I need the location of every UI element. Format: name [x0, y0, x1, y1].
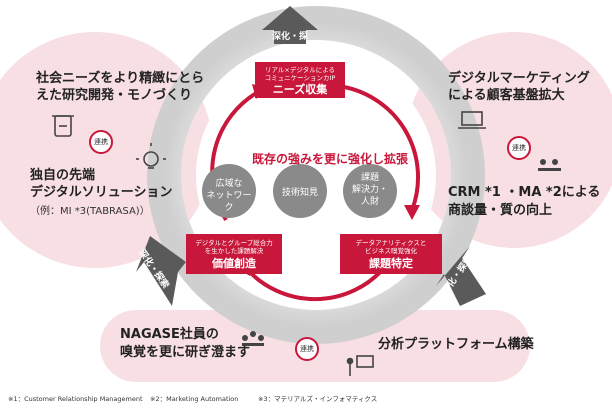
bottom-right-text: 分析プラットフォーム構築	[378, 337, 534, 352]
strength-circle-network	[202, 164, 256, 218]
issue-box	[340, 234, 442, 274]
strength-circle-tech	[273, 164, 327, 218]
cycle-arrowhead-right	[404, 205, 420, 220]
needs-caption-line2: コミュニケーションカIP	[264, 74, 336, 82]
needs-title: ニーズ収集	[272, 83, 328, 96]
ring-arrow-right	[436, 246, 486, 306]
lightbulb-icon	[136, 143, 166, 169]
bottom-left-text-line2: 嗅覚を更に研ぎ澄ます	[120, 345, 251, 360]
value-caption-line2: を生かした課題解決	[204, 247, 264, 255]
strength-tech-label: 技術知見	[281, 188, 318, 198]
strength-circle-problem	[343, 164, 397, 218]
right-top-text-line2: による顧客基盤拡大	[448, 88, 565, 103]
cycle-arrow-right	[337, 84, 421, 211]
left-bottom-text-line1: 独自の先端	[30, 168, 96, 183]
left-link-label: 連携	[94, 138, 108, 146]
right-bottom-text-line2: 商談量・質の向上	[448, 203, 553, 218]
strength-network-label: 広域な ネットワーク	[206, 179, 252, 213]
ring-arrow-top	[262, 6, 318, 44]
value-box	[186, 234, 282, 274]
bottom-left-text-line1: NAGASE社員の	[120, 327, 219, 342]
needs-caption-line1: リアル×デジタルによる	[264, 66, 336, 74]
right-bottom-text-line1: CRM *1 ・MA *2による	[448, 185, 601, 200]
laptop-icon	[458, 111, 486, 129]
ring-arrow-left	[136, 236, 186, 306]
presenter-icon	[346, 355, 374, 376]
ring-arrow-top-label: 深化・探索	[271, 32, 308, 55]
left-link-circle	[89, 130, 113, 154]
outer-ring	[147, 6, 485, 344]
footnote-1: ※1：Customer Relationship Management	[8, 395, 143, 403]
footnote-3: ※3：マテリアルズ・インフォマティクス	[258, 395, 378, 403]
right-top-text-line1: デジタルマーケティング	[448, 71, 590, 86]
right-link-label: 連携	[512, 144, 526, 152]
center-title: 既存の強みを更に強化し拡張	[252, 152, 409, 166]
issue-caption-line2: ビジネス嗅覚強化	[365, 247, 417, 255]
left-bottom-text-line2: デジタルソリューション	[30, 185, 173, 200]
team-icon	[242, 331, 264, 346]
value-caption-line1: デジタルとグループ総合力	[195, 239, 273, 247]
footnote-2: ※2：Marketing Automation	[150, 395, 239, 403]
right-link-circle	[507, 136, 531, 160]
left-top-text-line2: えた研究開発・モノづくり	[36, 88, 193, 103]
bottom-link-circle	[295, 337, 319, 361]
cycle-arrow-bottom	[244, 266, 386, 302]
needs-box	[255, 62, 345, 98]
issue-title: 課題特定	[369, 257, 413, 270]
issue-caption-line1: データアナリティクスと	[355, 239, 427, 247]
beaker-icon	[52, 115, 74, 137]
left-top-text-line1: 社会ニーズをより精緻にとら	[36, 71, 205, 86]
bottom-link-label: 連携	[300, 345, 314, 353]
left-bottom-note: （例：MI *3(TABRASA)）	[30, 206, 150, 217]
strength-problem-label: 課題 解決力・ 人財	[351, 173, 388, 207]
value-title: 価値創造	[212, 257, 256, 270]
meeting-icon	[538, 159, 561, 171]
